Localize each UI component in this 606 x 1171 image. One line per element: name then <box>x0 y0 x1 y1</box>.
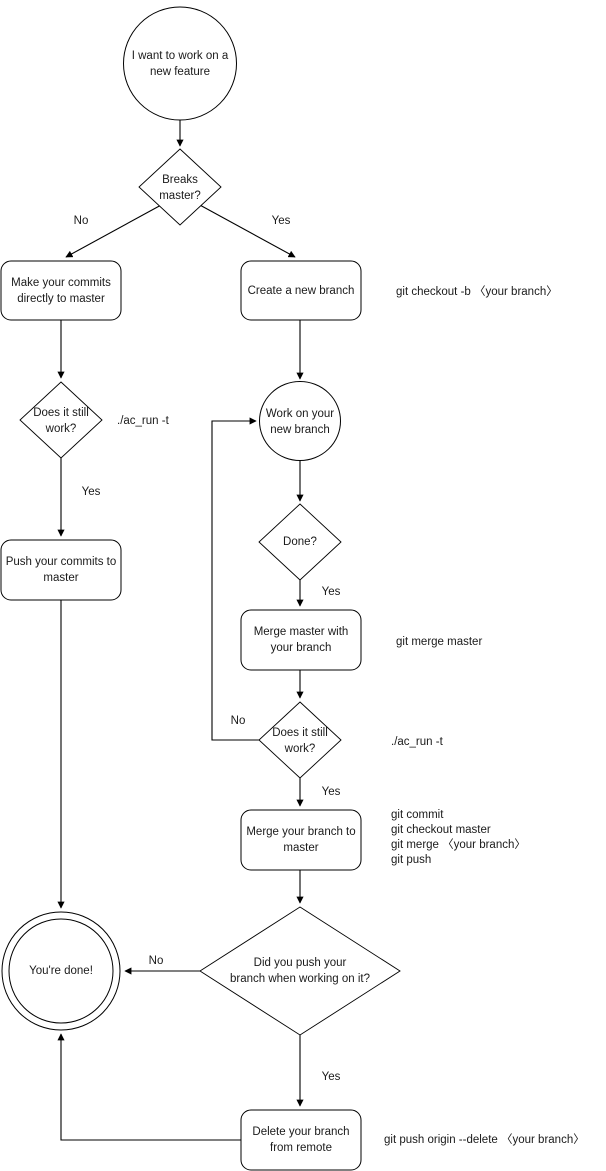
done-diamond-shape <box>258 503 342 581</box>
merge-master-label-line1: Merge master with <box>254 626 349 638</box>
side-note-merge-cmd-2: git checkout master <box>391 824 491 836</box>
make-commits-label-line2: directly to master <box>17 293 105 305</box>
merge-branch-to-master-rect-shape <box>240 809 362 871</box>
push-commits-label-line1: Push your commits to <box>6 556 117 568</box>
youre-done-label: You're done! <box>29 965 93 977</box>
breaks-master-label-line2: master? <box>159 190 201 202</box>
does-it-work-right-diamond-shape <box>258 701 342 779</box>
create-branch-rect-shape <box>240 260 362 321</box>
side-note-merge-master-cmd: git merge master <box>396 636 482 648</box>
side-note-merge-cmd-4: git push <box>391 854 431 866</box>
side-note-delete-branch-cmd: git push origin --delete 〈your branch〉 <box>384 1133 585 1146</box>
push-commits-label-line2: master <box>43 572 78 584</box>
breaks-master-diamond-shape <box>138 148 222 226</box>
node-push-commits[interactable]: Push your commits to master <box>0 539 122 601</box>
node-youre-done[interactable]: You're done! <box>1 911 121 1031</box>
side-note-merge-cmd-1: git commit <box>391 809 444 821</box>
start-circle-shape <box>123 6 237 121</box>
node-make-commits[interactable]: Make your commits directly to master <box>0 260 122 321</box>
side-note-merge-cmd-3: git merge 〈your branch〉 <box>391 838 526 851</box>
node-work-on-branch[interactable]: Work on your new branch <box>259 381 341 461</box>
merge-master-rect-shape <box>240 609 362 671</box>
create-branch-label-line1: Create a new branch <box>248 285 355 297</box>
edge-breaks-yes-to-create-branch <box>197 203 296 258</box>
make-commits-label-line1: Make your commits <box>11 277 111 289</box>
edge-label-done-yes: Yes <box>322 586 341 598</box>
edge-label-right-work-yes: Yes <box>322 786 341 798</box>
delete-branch-label-line2: from remote <box>270 1142 332 1154</box>
edge-label-did-push-no: No <box>149 955 164 967</box>
node-does-it-work-left[interactable]: Does it still work? <box>19 381 103 459</box>
side-note-ac-run-left: ./ac_run -t <box>117 415 170 427</box>
edge-label-did-push-yes: Yes <box>322 1071 341 1083</box>
node-breaks-master[interactable]: Breaks master? <box>138 148 222 226</box>
does-it-work-left-label-line2: work? <box>45 423 77 435</box>
edge-label-breaks-no: No <box>74 215 89 227</box>
does-it-work-right-label-line2: work? <box>284 743 316 755</box>
merge-branch-to-master-label-line2: master <box>283 842 318 854</box>
work-on-branch-label-line1: Work on your <box>266 408 334 420</box>
does-it-work-right-label-line1: Does it still <box>272 727 328 739</box>
node-done[interactable]: Done? <box>258 503 342 581</box>
node-did-you-push[interactable]: Did you push your branch when working on… <box>199 906 401 1036</box>
done-label: Done? <box>283 536 317 548</box>
did-you-push-diamond-shape <box>199 906 401 1036</box>
does-it-work-left-diamond-shape <box>19 381 103 459</box>
node-start[interactable]: I want to work on a new feature <box>123 6 237 121</box>
work-on-branch-circle-shape <box>259 381 341 461</box>
merge-branch-to-master-label-line1: Merge your branch to <box>246 826 355 838</box>
node-merge-master-with-branch[interactable]: Merge master with your branch <box>240 609 362 671</box>
start-label-line1: I want to work on a <box>132 50 229 62</box>
delete-branch-rect-shape <box>240 1109 362 1171</box>
node-create-branch[interactable]: Create a new branch <box>240 260 362 321</box>
breaks-master-label-line1: Breaks <box>162 174 198 186</box>
edge-does-it-work-right-no-loop <box>211 417 260 741</box>
merge-master-label-line2: your branch <box>271 642 332 654</box>
edge-breaks-no-to-make-commits <box>65 203 164 258</box>
did-you-push-label-line1: Did you push your <box>254 957 347 969</box>
work-on-branch-label-line2: new branch <box>270 424 329 436</box>
push-commits-rect-shape <box>0 539 122 601</box>
node-does-it-work-right[interactable]: Does it still work? <box>258 701 342 779</box>
start-label-line2: new feature <box>150 66 210 78</box>
connectors <box>57 120 304 1141</box>
side-note-create-branch-cmd: git checkout -b 〈your branch〉 <box>396 285 558 298</box>
node-merge-branch-to-master[interactable]: Merge your branch to master <box>240 809 362 871</box>
edge-label-left-work-yes: Yes <box>82 486 101 498</box>
edge-delete-branch-to-youre-done <box>57 1033 241 1141</box>
node-delete-branch[interactable]: Delete your branch from remote <box>240 1109 362 1171</box>
youre-done-inner-circle-shape <box>8 918 114 1024</box>
edge-label-right-work-no: No <box>231 715 246 727</box>
delete-branch-label-line1: Delete your branch <box>252 1126 349 1138</box>
does-it-work-left-label-line1: Does it still <box>33 407 89 419</box>
edge-label-breaks-yes: Yes <box>272 215 291 227</box>
did-you-push-label-line2: branch when working on it? <box>230 973 370 985</box>
make-commits-rect-shape <box>0 260 122 321</box>
side-note-ac-run-right: ./ac_run -t <box>391 736 444 748</box>
